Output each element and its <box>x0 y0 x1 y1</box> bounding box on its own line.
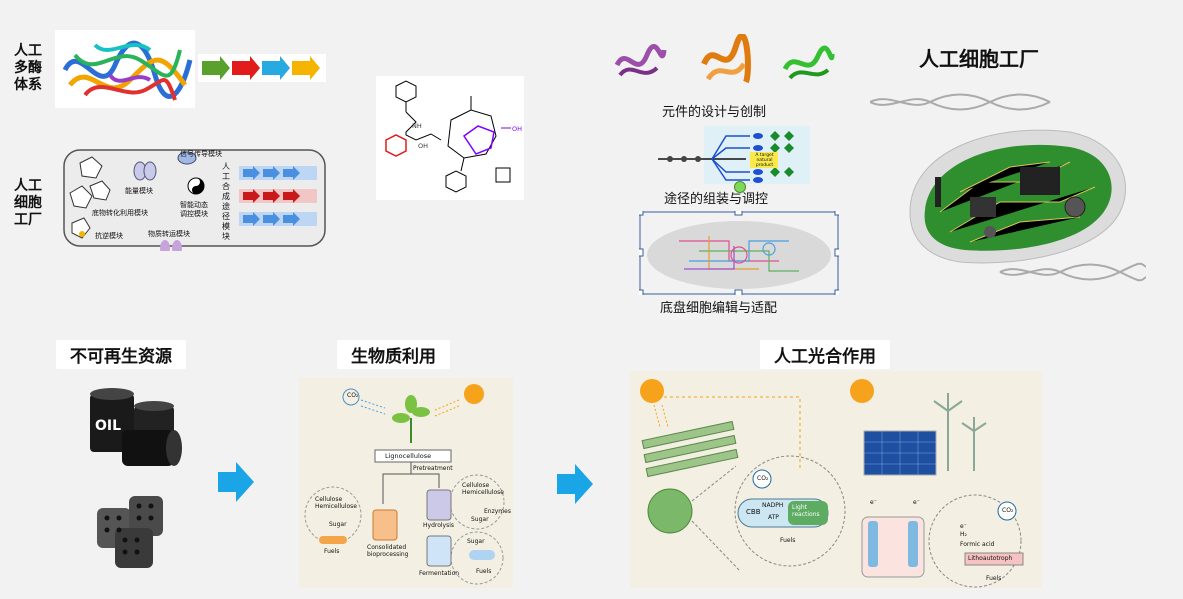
oil-label: OIL <box>95 418 122 434</box>
nadph-label: NADPH <box>762 502 784 509</box>
biomass-co2-label: CO₂ <box>347 392 359 399</box>
module-transport: 物质转运模块 <box>148 230 190 238</box>
pretreatment-label: Pretreatment <box>413 465 453 472</box>
arrow-right-2-icon <box>557 464 593 504</box>
module-signal: 信号传导模块 <box>180 150 222 158</box>
atp-label: ATP <box>768 514 779 521</box>
chemical-structure-image: NH OH OH <box>376 76 524 200</box>
cell-factory-diagram: 信号传导模块 能量模块 底物转化利用模块 智能动态 调控模块 抗逆模块 物质转运… <box>62 148 327 251</box>
photo-fuels-label-2: Fuels <box>986 575 1002 582</box>
consolidated-label: Consolidated bioprocessing <box>367 544 409 558</box>
module-stress: 抗逆模块 <box>95 232 123 240</box>
artificial-photosynthesis-title: 人工光合作用 <box>760 340 890 369</box>
cellulose-label: Cellulose Hemicellulose <box>315 496 357 510</box>
formic-acid-label: Formic acid <box>960 541 995 548</box>
caption-parts-design: 元件的设计与创制 <box>662 105 767 120</box>
arrow-red <box>232 56 260 80</box>
module-substrate: 底物转化利用模块 <box>92 209 148 217</box>
pathway-target-product: A target natural product <box>755 153 774 168</box>
lithoautotroph-label: Lithoautotroph <box>968 555 1013 562</box>
arrow-right-1-icon <box>218 462 254 502</box>
sugar-label-2: Sugar <box>471 516 489 523</box>
electron-label-3: e⁻ <box>960 523 967 530</box>
caption-pathway-assembly: 途径的组装与调控 <box>664 192 769 207</box>
cellulose-label-2: Cellulose Hemicellulose <box>462 482 504 496</box>
protein-purple-image <box>614 44 667 77</box>
caption-chassis-editing: 底盘细胞编辑与适配 <box>660 301 778 316</box>
nonrenewable-title: 不可再生资源 <box>56 340 186 369</box>
oil-barrels-image <box>90 388 182 466</box>
protein-orange-image <box>701 34 751 84</box>
module-energy: 能量模块 <box>125 187 153 195</box>
rotate-handle[interactable] <box>734 181 746 193</box>
photo-fuels-label-1: Fuels <box>780 537 796 544</box>
circuit-capsule-image <box>870 93 1146 282</box>
cbb-label: CBB <box>746 508 761 516</box>
biomass-utilization-panel: CO₂ Lignocellulose Pretreatment Cellulos… <box>299 378 513 588</box>
protein-green-image <box>782 45 835 80</box>
protein-structure-image <box>55 30 195 108</box>
sugar-label-1: Sugar <box>329 521 347 528</box>
arrow-yellow <box>292 56 320 80</box>
fuels-label-1: Fuels <box>324 548 340 555</box>
biomass-title: 生物质利用 <box>337 340 450 369</box>
photo-co2-label-2: CO₂ <box>1002 507 1014 514</box>
yin-yang-icon <box>187 177 205 195</box>
svg-text:OH: OH <box>418 142 428 150</box>
enzyme-system-label: 人工 多酶 体系 <box>14 43 42 93</box>
cell-factory-label: 人工 细胞 工厂 <box>14 178 42 228</box>
chassis-cell-image[interactable] <box>639 211 839 295</box>
module-smart: 智能动态 调控模块 <box>180 201 208 218</box>
electron-label-1: e⁻ <box>870 499 877 506</box>
artificial-cell-factory-title: 人工细胞工厂 <box>919 47 1039 71</box>
hydrolysis-label: Hydrolysis <box>423 522 455 529</box>
fuels-label-2: Fuels <box>476 568 492 575</box>
photo-co2-label-1: CO₂ <box>757 475 769 482</box>
svg-text:NH: NH <box>412 122 422 130</box>
electron-label-2: e⁻ <box>913 499 920 506</box>
artificial-photosynthesis-panel: CO₂ CBB NADPH ATP Light reactions Fuels … <box>630 371 1042 588</box>
h2-label: H₂ <box>960 531 967 538</box>
sugar-label-3: Sugar <box>467 538 485 545</box>
arrow-blue <box>262 56 290 80</box>
module-synthesis: 人工合成途径模块 <box>222 162 230 241</box>
lignocellulose-label: Lignocellulose <box>385 452 432 460</box>
enzyme-cascade-arrows <box>198 54 326 82</box>
light-reactions-label: Light reactions <box>792 504 820 518</box>
fermentation-label: Fermentation <box>419 570 460 577</box>
svg-text:OH: OH <box>512 125 522 133</box>
coal-briquettes-image <box>97 496 163 568</box>
enzymes-label: Enzymes <box>484 508 511 515</box>
arrow-green <box>202 56 230 80</box>
pathway-diagram: A target natural product <box>658 126 810 184</box>
